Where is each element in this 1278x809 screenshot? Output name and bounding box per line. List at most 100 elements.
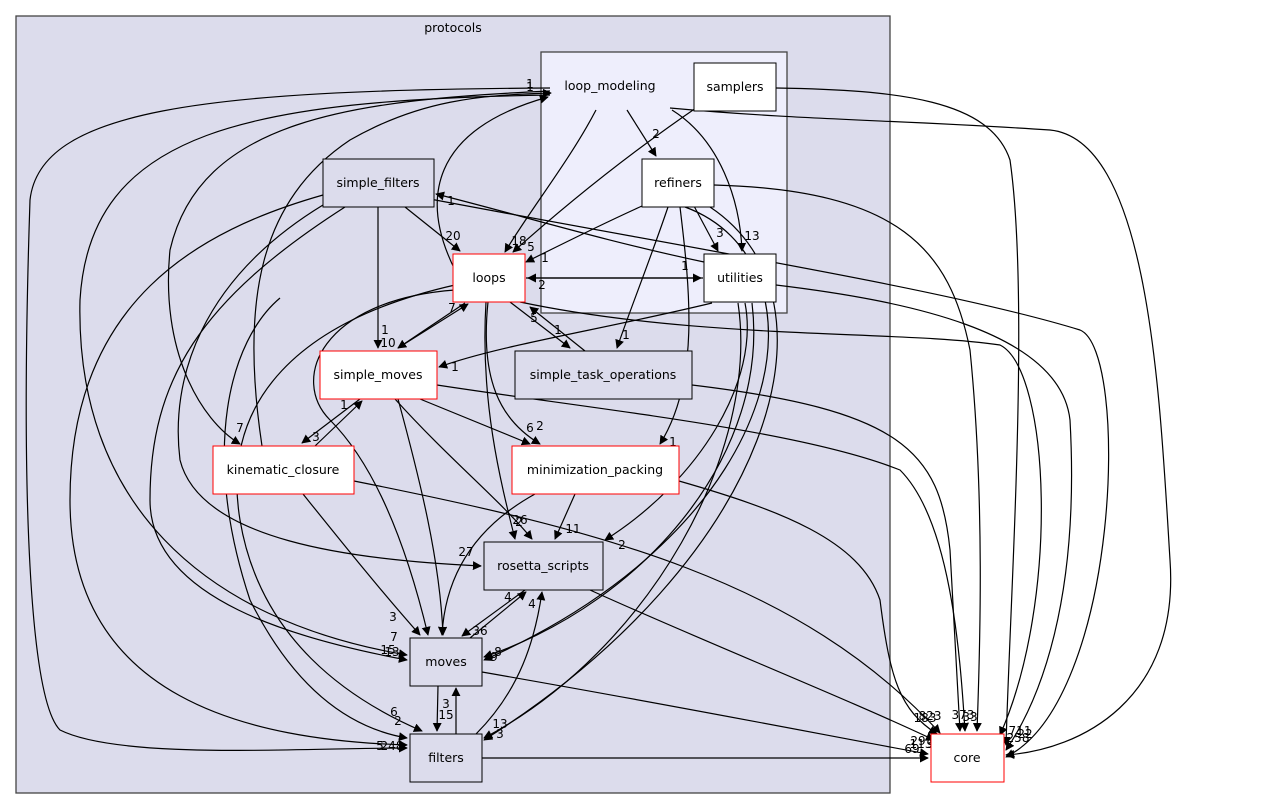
- edge-label[interactable]: 7: [448, 301, 456, 315]
- edge-simple-moves-to-core[interactable]: [436, 384, 969, 732]
- edge-label[interactable]: 10: [380, 336, 395, 350]
- edge-simple-filters-to-loops[interactable]: [404, 206, 461, 252]
- edge-label[interactable]: 33: [962, 710, 977, 724]
- edge-refiners-to-moves[interactable]: [483, 206, 769, 661]
- edge-label[interactable]: 15: [380, 643, 395, 657]
- edge-label[interactable]: 8: [494, 645, 502, 659]
- edge-label[interactable]: 3: [716, 226, 724, 240]
- edge-label[interactable]: 11: [565, 522, 580, 536]
- edge-label[interactable]: 1: [526, 77, 534, 91]
- edge-samplers-to-core[interactable]: [775, 87, 1020, 746]
- edge-refiners-to-simple-task-operations[interactable]: [615, 206, 669, 349]
- edge-refiners-to-loops[interactable]: [525, 205, 643, 263]
- edge-label[interactable]: 1: [526, 80, 534, 94]
- edge-kinematic-closure-to-loop-modeling[interactable]: [253, 88, 552, 447]
- edge-label[interactable]: 5: [376, 739, 384, 753]
- edge-simple-moves-to-loops[interactable]: [397, 303, 469, 349]
- node-moves[interactable]: moves: [409, 637, 483, 687]
- edge-label[interactable]: 4: [504, 590, 512, 604]
- edge-loop-modeling-to-filters[interactable]: [25, 87, 551, 753]
- edge-label[interactable]: 373: [952, 708, 975, 722]
- edge-label[interactable]: 248: [381, 739, 404, 753]
- edge-simple-filters-to-rosetta-scripts[interactable]: [177, 204, 482, 571]
- edge-kinematic-closure-to-simple-moves[interactable]: [314, 400, 363, 447]
- edge-label[interactable]: 1: [451, 360, 459, 374]
- node-simple-moves[interactable]: simple_moves: [319, 350, 438, 400]
- edge-label[interactable]: 1: [541, 251, 549, 265]
- node-samplers[interactable]: samplers: [693, 62, 777, 112]
- node-filters[interactable]: filters: [409, 733, 483, 783]
- edge-label[interactable]: 1: [681, 259, 689, 273]
- edge-label[interactable]: 1: [340, 398, 348, 412]
- edge-label[interactable]: 2: [538, 278, 546, 292]
- edge-simple-filters-to-filters[interactable]: [69, 194, 408, 750]
- edge-label[interactable]: 13: [384, 645, 399, 659]
- edge-refiners-to-utilities[interactable]: [693, 205, 719, 252]
- edge-label[interactable]: 29: [910, 734, 925, 748]
- edge-utilities-to-simple-filters[interactable]: [435, 191, 705, 263]
- node-simple-filters[interactable]: simple_filters: [322, 158, 435, 208]
- cluster-loop-modeling-title[interactable]: loop_modeling: [564, 78, 655, 93]
- edge-label[interactable]: 823: [919, 709, 942, 723]
- edge-label[interactable]: 3: [312, 430, 320, 444]
- node-refiners[interactable]: refiners: [641, 158, 715, 208]
- node-simple-task-operations[interactable]: simple_task_operations: [514, 350, 693, 400]
- edge-label[interactable]: 3: [496, 727, 504, 741]
- node-loops[interactable]: loops: [452, 253, 526, 303]
- edge-refiners-to-core[interactable]: [713, 184, 982, 732]
- edge-loop-modeling-to-kinematic-closure[interactable]: [167, 90, 551, 445]
- edge-loops-to-moves[interactable]: [313, 289, 456, 636]
- edge-kinematic-closure-to-moves[interactable]: [302, 493, 421, 636]
- edge-label[interactable]: 9: [490, 650, 498, 664]
- edge-label[interactable]: 20: [445, 229, 460, 243]
- node-utilities[interactable]: utilities: [703, 253, 777, 303]
- edge-loop-modeling-to-refiners[interactable]: [626, 109, 657, 157]
- edge-samplers-to-loops[interactable]: [512, 107, 697, 253]
- edge-kinematic-closure-to-core[interactable]: [353, 480, 941, 734]
- node-minimization-packing[interactable]: minimization_packing: [511, 445, 680, 495]
- edge-label[interactable]: 13: [744, 229, 759, 243]
- edge-label[interactable]: 711: [1009, 724, 1032, 738]
- edge-label[interactable]: 183: [914, 711, 937, 725]
- edge-label[interactable]: 13: [492, 717, 507, 731]
- edge-label[interactable]: 3: [442, 697, 450, 711]
- edge-simple-task-operations-to-core[interactable]: [691, 384, 964, 732]
- edge-label[interactable]: 2: [515, 515, 523, 529]
- edge-loop-modeling-to-moves[interactable]: [79, 94, 551, 659]
- edge-rosetta-scripts-to-moves[interactable]: [461, 589, 526, 637]
- edge-simple-moves-to-rosetta-scripts[interactable]: [394, 398, 533, 540]
- edge-label[interactable]: 36: [472, 624, 487, 638]
- edge-simple-moves-to-moves[interactable]: [397, 398, 448, 636]
- edge-loops-to-filters[interactable]: [236, 284, 456, 732]
- edge-simple-filters-to-core[interactable]: [429, 198, 1110, 758]
- edge-minimization-packing-to-core[interactable]: [678, 480, 938, 735]
- edge-label[interactable]: 27: [458, 545, 473, 559]
- edge-moves-to-core[interactable]: [481, 671, 929, 757]
- edge-label[interactable]: 69: [904, 742, 919, 756]
- edge-loops-to-rosetta-scripts[interactable]: [484, 301, 518, 540]
- edge-label[interactable]: 1: [381, 323, 389, 337]
- edge-loop-modeling-to-utilities[interactable]: [671, 109, 747, 252]
- edge-label[interactable]: 22: [1017, 727, 1032, 741]
- edge-label[interactable]: 2: [618, 538, 626, 552]
- edge-label[interactable]: 18: [511, 234, 526, 248]
- edge-label[interactable]: 5: [530, 311, 538, 325]
- node-core[interactable]: core: [930, 733, 1005, 783]
- edge-label[interactable]: 1: [554, 323, 562, 337]
- edge-label[interactable]: 7: [236, 421, 244, 435]
- edge-loops-to-simple-task-operations[interactable]: [509, 301, 571, 349]
- edge-label[interactable]: 2: [536, 419, 544, 433]
- edge-loops-to-core[interactable]: [519, 301, 1042, 736]
- edge-label[interactable]: 6: [390, 705, 398, 719]
- edge-simple-moves-to-minimization-packing[interactable]: [419, 398, 531, 446]
- node-rosetta-scripts[interactable]: rosetta_scripts: [483, 541, 604, 591]
- edge-label[interactable]: 6: [526, 421, 534, 435]
- edge-label[interactable]: 4: [528, 597, 536, 611]
- edge-label[interactable]: 15: [438, 708, 453, 722]
- edge-moves-to-rosetta-scripts[interactable]: [469, 591, 527, 639]
- edge-loop-modeling-to-core[interactable]: [669, 107, 1172, 759]
- edge-simple-task-operations-to-loops[interactable]: [529, 306, 586, 352]
- edge-label[interactable]: 2: [394, 714, 402, 728]
- edge-label[interactable]: 1: [669, 435, 677, 449]
- edge-label[interactable]: 258: [1007, 731, 1030, 745]
